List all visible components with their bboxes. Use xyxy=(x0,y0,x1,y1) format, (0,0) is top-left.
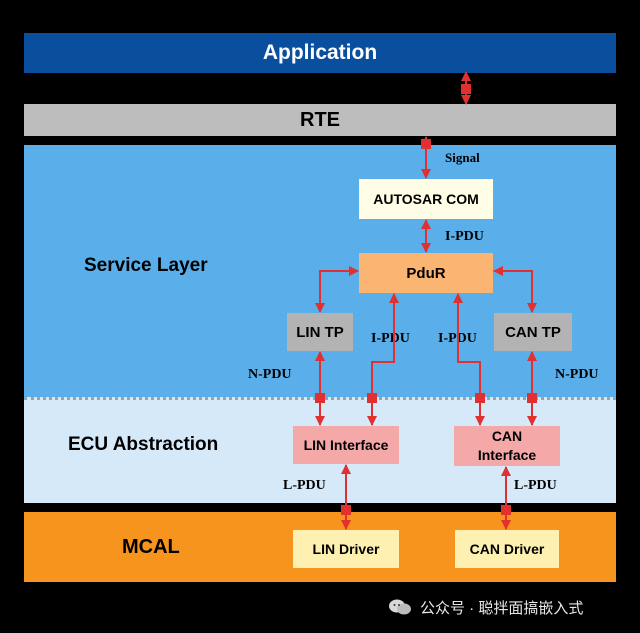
autosar-com-module: AUTOSAR COM xyxy=(359,179,493,219)
mcal-label: MCAL xyxy=(122,536,180,558)
application-layer-label: Application xyxy=(262,41,378,64)
ecu-abstraction-label: ECU Abstraction xyxy=(68,434,219,455)
service-layer-label: Service Layer xyxy=(84,255,208,276)
can-interface-label: CAN Interface xyxy=(478,427,536,465)
n-pdu-label-lin: N-PDU xyxy=(248,367,292,382)
can-driver-label: CAN Driver xyxy=(469,540,545,557)
can-interface-label-line2: Interface xyxy=(477,447,537,463)
rte-layer-label: RTE xyxy=(300,108,340,131)
autosar-com-label: AUTOSAR COM xyxy=(373,190,479,207)
lin-tp-label: LIN TP xyxy=(296,323,344,341)
i-pdu-label-com: I-PDU xyxy=(445,229,484,244)
can-tp-module: CAN TP xyxy=(494,313,572,351)
n-pdu-label-can: N-PDU xyxy=(555,367,599,382)
pdur-label: PduR xyxy=(406,264,446,282)
lin-interface-module: LIN Interface xyxy=(293,426,399,464)
can-driver-module: CAN Driver xyxy=(455,530,559,568)
application-layer: Application xyxy=(24,33,616,73)
can-interface-module: CAN Interface xyxy=(454,426,560,466)
lin-driver-label: LIN Driver xyxy=(312,540,380,557)
i-pdu-label-lin: I-PDU xyxy=(371,331,410,346)
lin-tp-module: LIN TP xyxy=(287,313,353,351)
watermark: 公众号 · 聪拌面搞嵌入式 xyxy=(388,596,628,618)
signal-label: Signal xyxy=(445,150,480,165)
rte-layer: RTE xyxy=(24,104,616,136)
wechat-icon xyxy=(389,599,411,615)
l-pdu-label-lin: L-PDU xyxy=(283,478,326,493)
i-pdu-label-can: I-PDU xyxy=(438,331,477,346)
can-interface-label-line1: CAN xyxy=(491,428,523,444)
lin-interface-label: LIN Interface xyxy=(303,436,389,453)
l-pdu-label-can: L-PDU xyxy=(514,478,557,493)
can-tp-label: CAN TP xyxy=(505,323,561,341)
lin-driver-module: LIN Driver xyxy=(293,530,399,568)
port-app-rte xyxy=(461,84,471,94)
watermark-text: 公众号 · 聪拌面搞嵌入式 xyxy=(420,599,584,617)
pdur-module: PduR xyxy=(359,253,493,293)
